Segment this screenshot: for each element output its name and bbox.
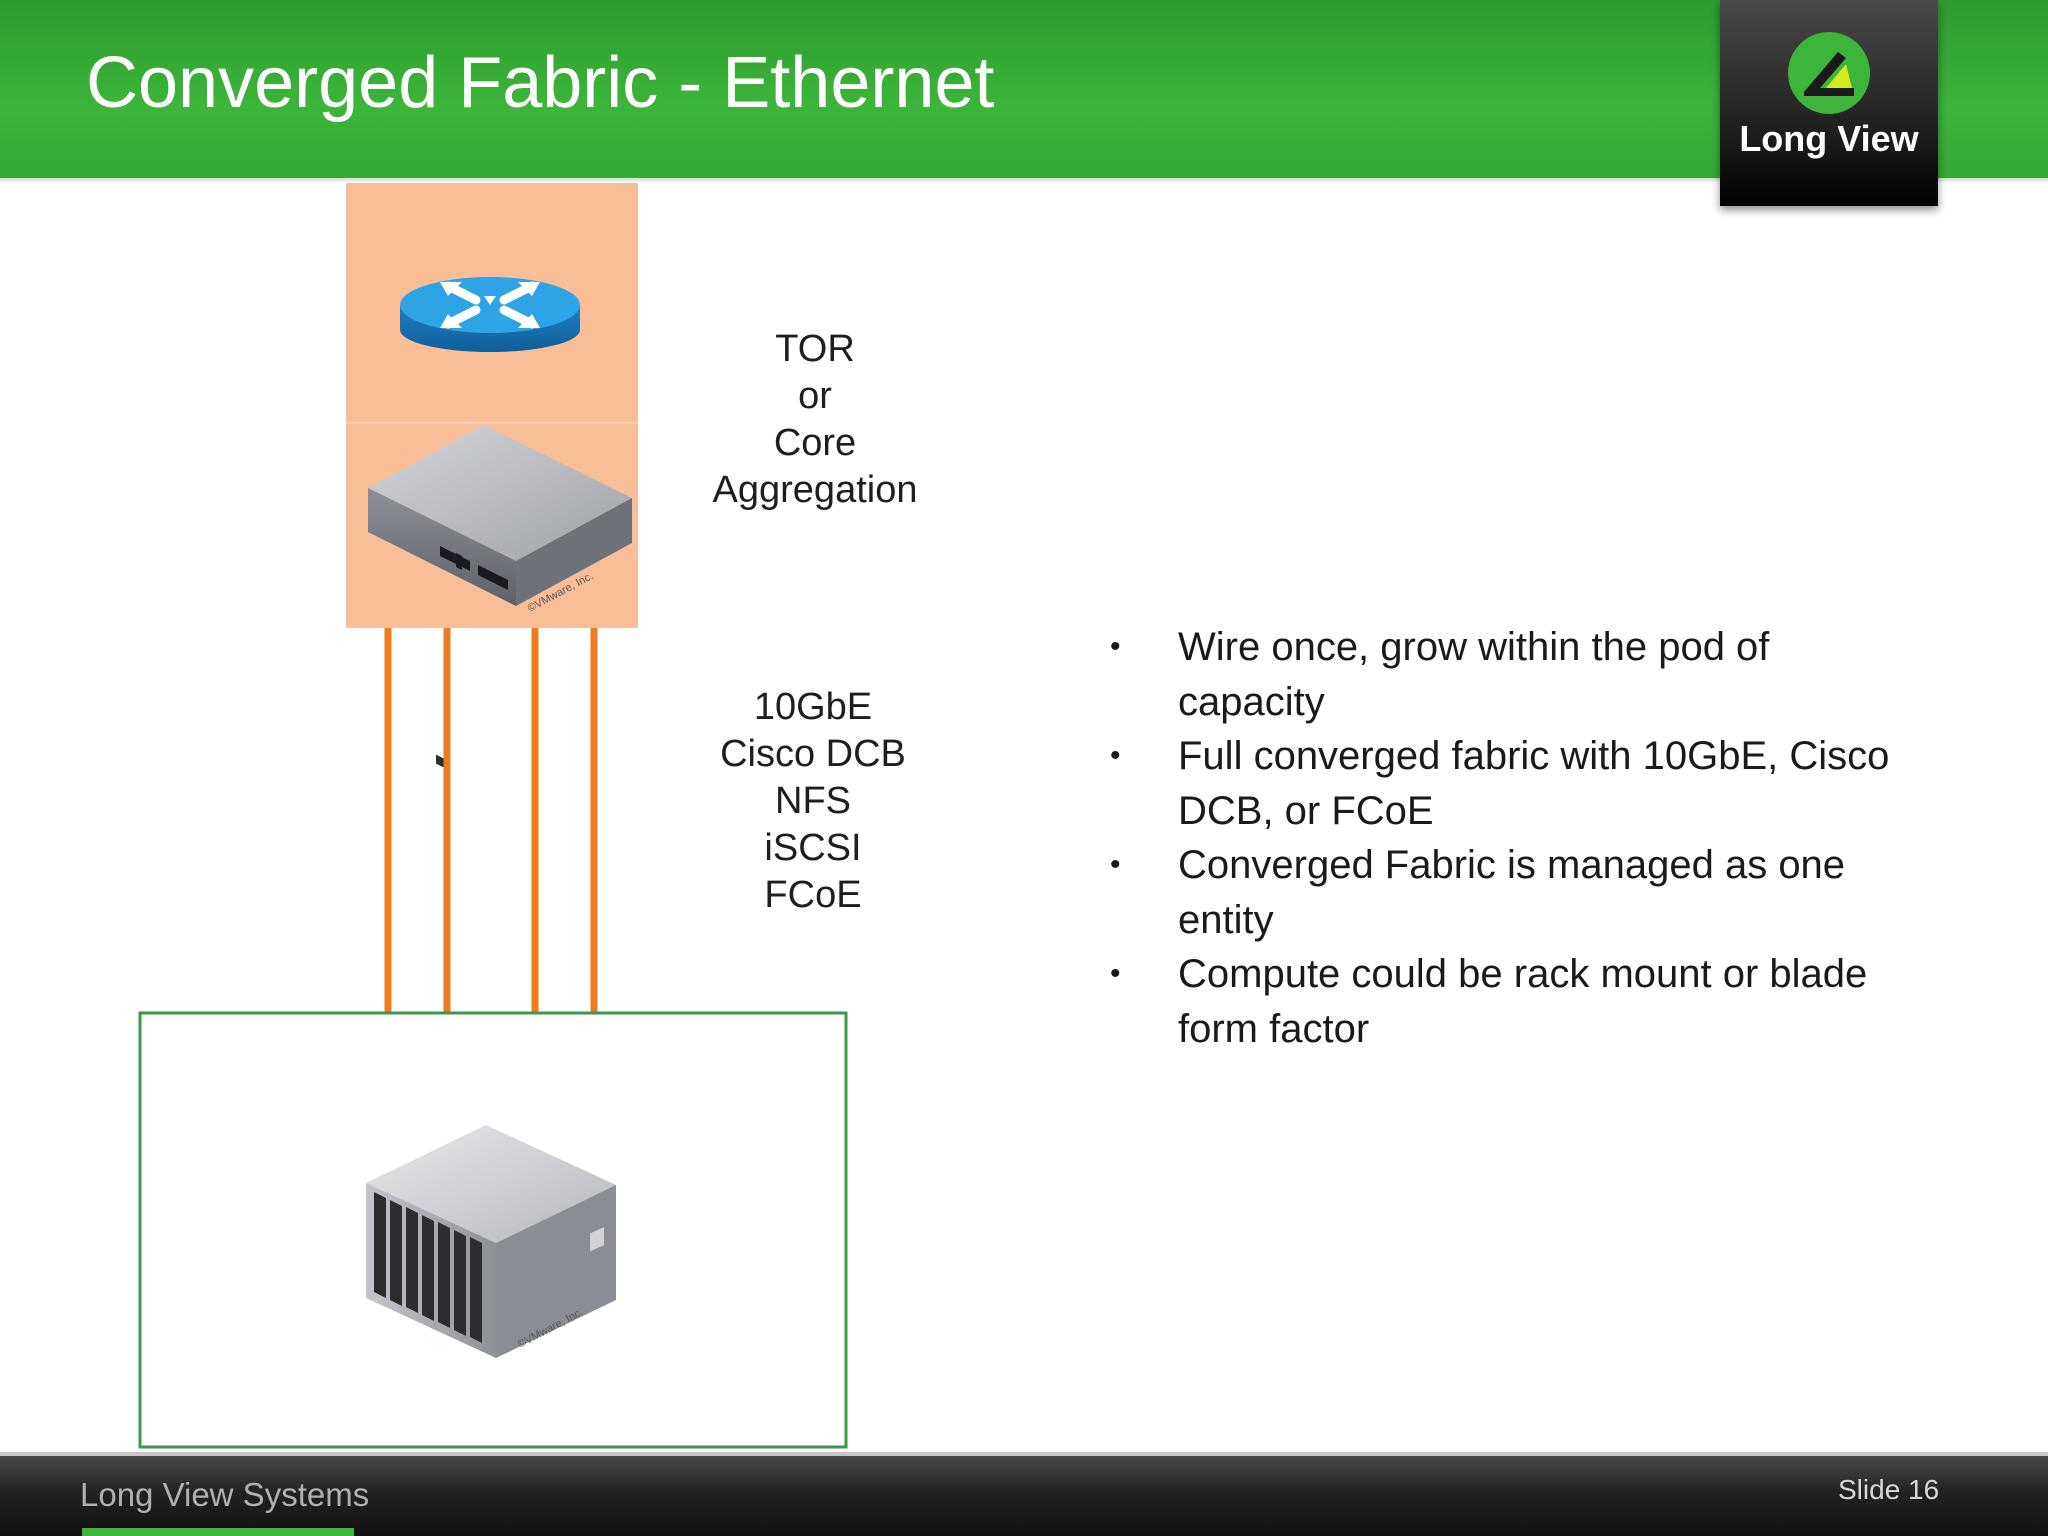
long-view-logo-icon <box>1788 32 1870 114</box>
logo-text: Long View <box>1739 118 1919 159</box>
tor-label: TOR or Core Aggregation <box>712 328 918 511</box>
router-icon <box>400 277 580 352</box>
footer-brand: Long View Systems <box>80 1476 370 1513</box>
switch-icon: ©VMware, Inc. <box>368 425 632 771</box>
blade-chassis-icon: ©VMware, Inc. <box>366 1125 616 1358</box>
slide-title: Converged Fabric - Ethernet <box>86 43 995 123</box>
bullet-item: Converged Fabric is managed as one entit… <box>1110 838 1910 947</box>
footer-divider <box>0 1452 2048 1456</box>
footer-bar: Long View Systems Slide 16 <box>0 1456 2048 1536</box>
bullet-list: Wire once, grow within the pod of capaci… <box>1110 620 1910 1056</box>
bullet-item: Wire once, grow within the pod of capaci… <box>1110 620 1910 729</box>
header-divider <box>0 178 2048 182</box>
fabric-links <box>384 628 598 1013</box>
header-bar: Converged Fabric - Ethernet <box>0 0 2048 178</box>
bullet-item: Compute could be rack mount or blade for… <box>1110 947 1910 1056</box>
slide-number: Slide 16 <box>1838 1474 1940 1505</box>
bullet-item: Full converged fabric with 10GbE, Cisco … <box>1110 729 1910 838</box>
footer-accent-bar <box>82 1528 354 1536</box>
logo-tab: Long View <box>1720 0 1938 206</box>
network-diagram: ©VMware, Inc. ©VMware, Inc. <box>138 183 848 1449</box>
link-protocols-label: 10GbE Cisco DCB NFS iSCSI FCoE <box>720 686 906 916</box>
compute-pod-box <box>138 1011 848 1449</box>
